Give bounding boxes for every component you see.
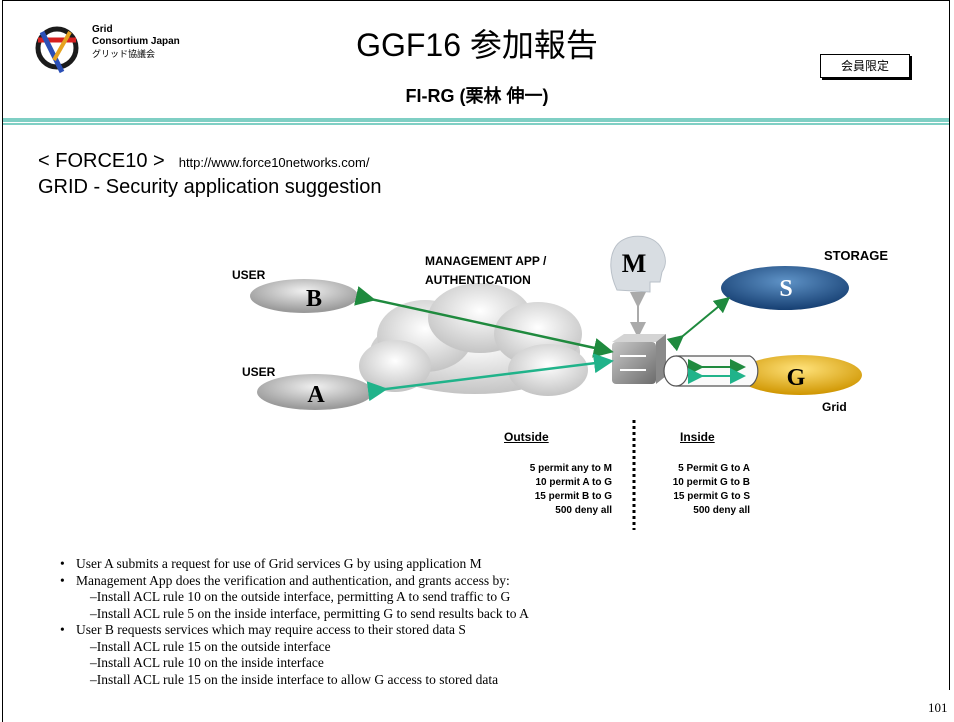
bullet-subitem: –Install ACL rule 15 on the inside inter… — [90, 671, 499, 687]
bullet-list: User A submits a request for use of Grid… — [58, 556, 529, 688]
user-a-letter: A — [307, 382, 325, 408]
logo-icon — [35, 26, 79, 74]
arrow-switch-storage — [666, 296, 731, 352]
outside-heading: Outside — [504, 430, 549, 444]
outside-rule: 10 permit A to G — [535, 477, 613, 488]
arrow-user-b-switch — [354, 286, 614, 358]
storage-disc — [721, 266, 849, 310]
user-a-label: USER — [242, 365, 276, 379]
arrow-user-a-switch — [366, 353, 614, 402]
inside-rule: 10 permit G to B — [672, 477, 750, 488]
logo-line2: Consortium Japan — [92, 36, 180, 47]
user-b-disc — [250, 279, 358, 313]
outside-rule: 500 deny all — [555, 505, 612, 516]
outside-rules: 5 permit any to M 10 permit A to G 15 pe… — [470, 462, 612, 518]
page-title: GGF16 参加報告 — [356, 27, 598, 63]
bullet-item: Management App does the verification and… — [58, 573, 529, 590]
bullet-subitem: –Install ACL rule 5 on the inside interf… — [90, 605, 529, 621]
frame-top — [2, 0, 950, 1]
section-subheading: GRID - Security application suggestion — [38, 176, 382, 198]
logo-text: Grid Consortium Japan グリッド協議会 — [92, 24, 180, 60]
mgmt-label-line2: AUTHENTICATION — [425, 273, 531, 287]
members-only-badge: 会員限定 — [820, 54, 910, 78]
bullet-subitem: –Install ACL rule 10 on the inside inter… — [90, 655, 324, 670]
section-heading: < FORCE10 > http://www.force10networks.co… — [38, 150, 369, 173]
logo-line3: グリッド協議会 — [92, 49, 156, 59]
inside-rules: 5 Permit G to A 10 permit G to B 15 perm… — [660, 462, 750, 518]
header-rule-thin — [3, 123, 949, 125]
storage-label: STORAGE — [824, 248, 889, 263]
mgmt-label-line1: MANAGEMENT APP / — [425, 254, 547, 268]
grid-disc — [738, 355, 862, 395]
bullet-subitem: –Install ACL rule 10 on the outside inte… — [90, 589, 511, 604]
bullet-subitem: –Install ACL rule 15 on the outside inte… — [90, 638, 331, 654]
section-url: http://www.force10networks.com/ — [178, 155, 370, 170]
user-b-label: USER — [232, 268, 266, 282]
inside-rule: 500 deny all — [693, 505, 750, 516]
section-heading-text: < FORCE10 > — [38, 150, 165, 172]
head-icon — [610, 235, 666, 293]
page-subtitle: FI-RG (栗林 伸一) — [405, 86, 549, 106]
header-rule — [3, 118, 949, 122]
inside-rule: 15 permit G to S — [673, 491, 750, 502]
grid-label: Grid — [822, 400, 847, 414]
page-number: 101 — [928, 700, 948, 715]
bullet-item: User B requests services which may requi… — [58, 622, 529, 639]
switch-icon — [612, 334, 666, 384]
inside-tunnel — [663, 355, 759, 387]
user-b-letter: B — [306, 286, 322, 312]
frame-right — [949, 0, 950, 690]
mgmt-letter: M — [622, 249, 647, 278]
bullet-item: User A submits a request for use of Grid… — [58, 556, 529, 573]
outside-rule: 15 permit B to G — [534, 491, 612, 502]
storage-letter: S — [779, 276, 792, 302]
inside-heading: Inside — [680, 430, 715, 444]
inside-rule: 5 Permit G to A — [678, 463, 750, 474]
outside-rule: 5 permit any to M — [529, 463, 612, 474]
grid-letter: G — [787, 365, 806, 391]
logo-line1: Grid — [92, 24, 113, 35]
frame-left — [2, 0, 3, 722]
user-a-disc — [257, 374, 373, 410]
